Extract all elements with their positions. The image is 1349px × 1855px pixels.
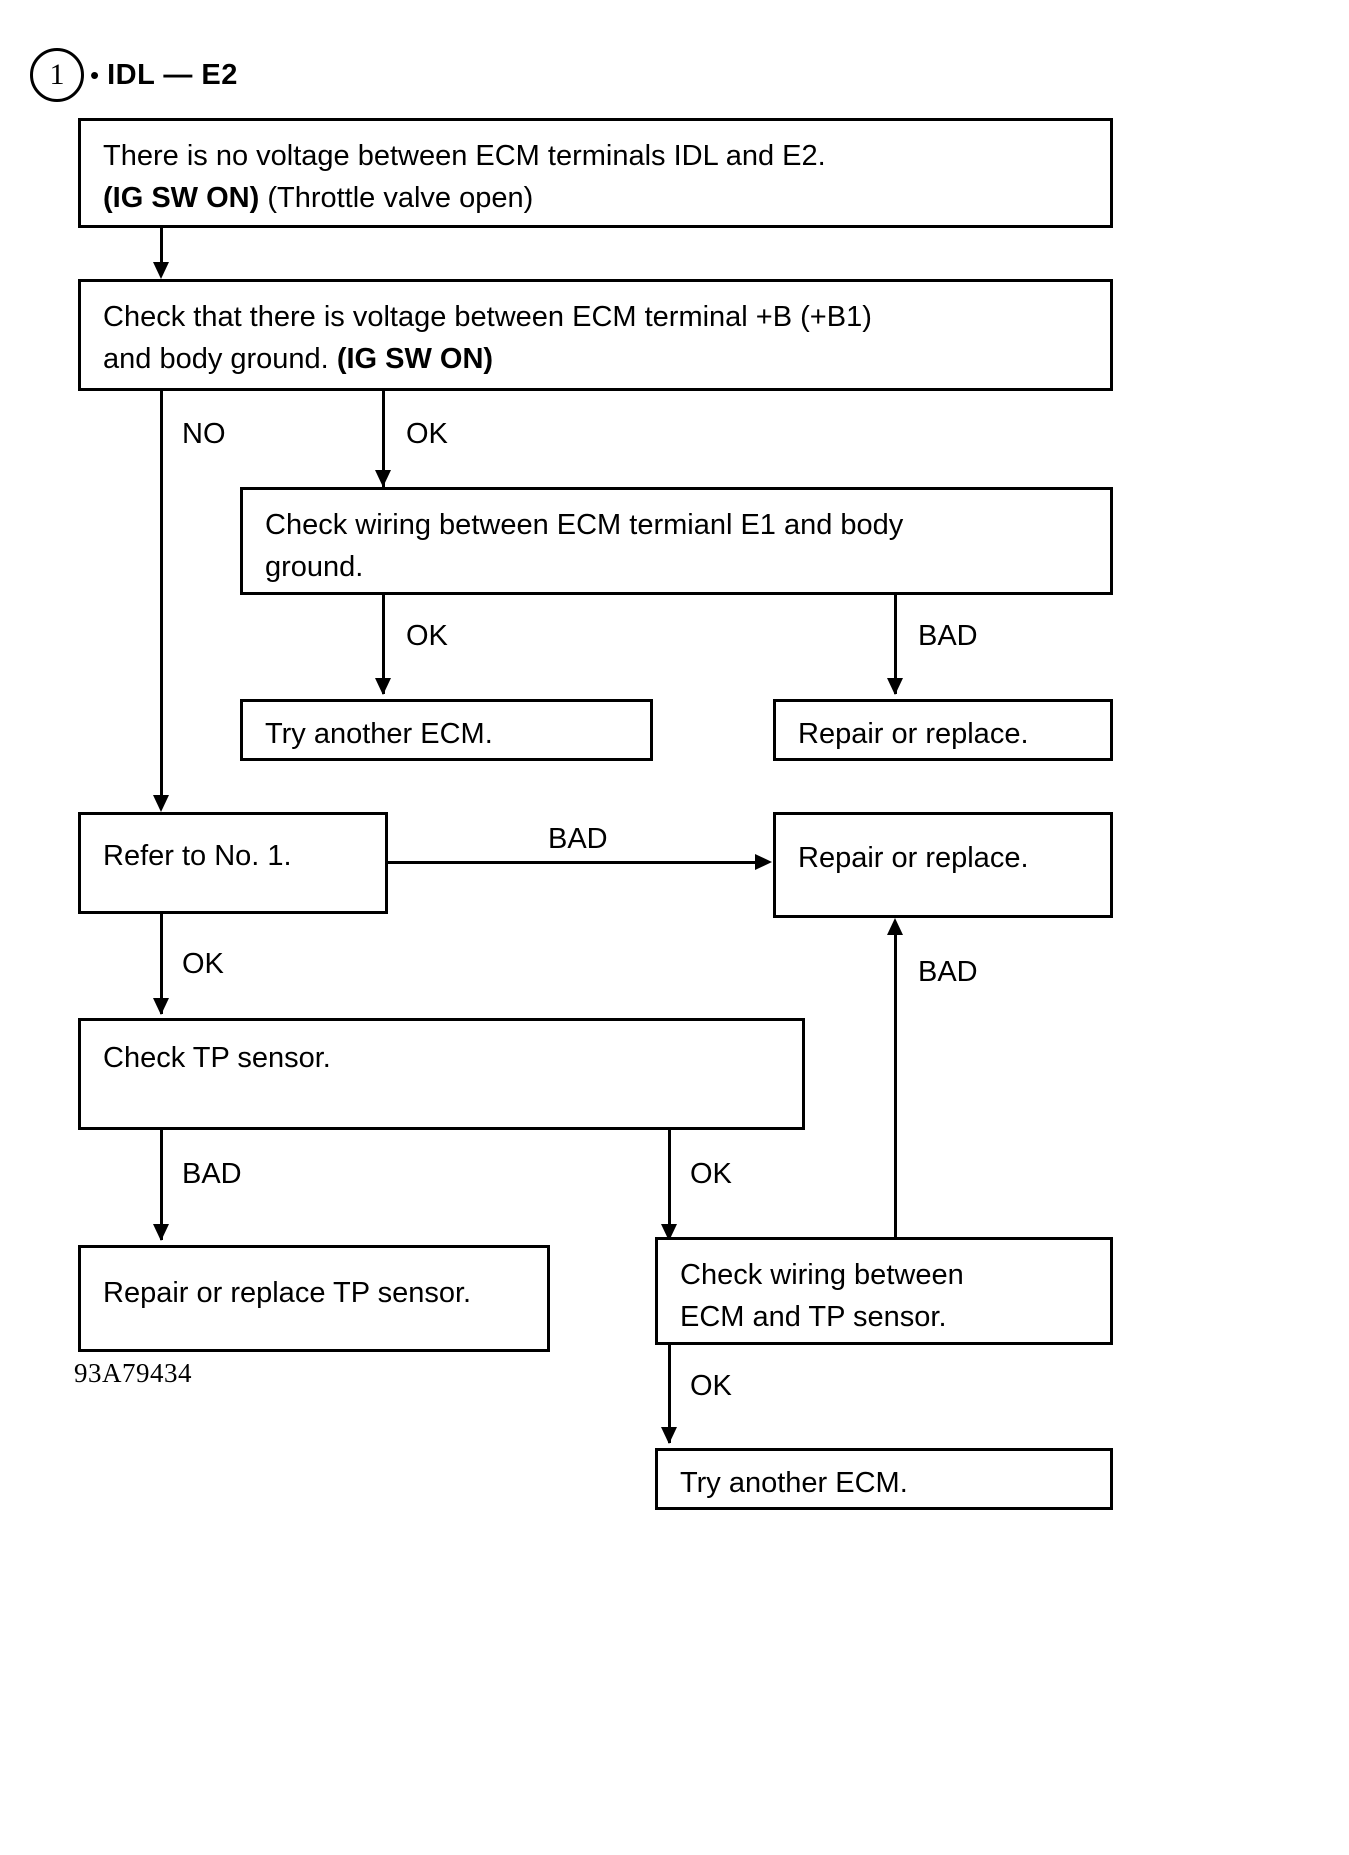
node-check-tp-sensor: Check TP sensor. [78, 1018, 805, 1130]
node-refer-to-no-1: Refer to No. 1. [78, 812, 388, 914]
node-2-text: Check that there is voltage between ECM … [103, 296, 1100, 380]
node-6-text: Refer to No. 1. [103, 840, 292, 872]
arrowhead-ok-branch-1 [375, 470, 391, 487]
edge-label-ok-2: OK [406, 620, 448, 652]
connector-bad-branch-4 [894, 935, 897, 1240]
node-1-line2-bold: (IG SW ON) [103, 182, 260, 214]
connector-bad-branch-3 [160, 1130, 163, 1240]
arrowhead-ok-branch-3 [153, 998, 169, 1015]
edge-label-ok-5: OK [690, 1370, 732, 1402]
diagram-header: 1 • IDL — E2 [30, 48, 238, 102]
node-2-line1: Check that there is voltage between ECM … [103, 301, 872, 333]
arrowhead-ok-branch-2 [375, 678, 391, 695]
bullet-icon: • [90, 60, 100, 90]
connector-ok-branch-4 [668, 1130, 671, 1240]
node-10-line1: Check wiring between [680, 1259, 964, 1291]
arrowhead-no-branch [153, 795, 169, 812]
edge-label-ok-1: OK [406, 418, 448, 450]
node-2-line2-rest: and body ground. [103, 343, 337, 375]
node-4-text: Try another ECM. [265, 718, 493, 750]
node-5-text: Repair or replace. [798, 718, 1029, 750]
arrowhead-n1-n2 [153, 262, 169, 279]
node-1-line2-rest: (Throttle valve open) [259, 182, 534, 214]
arrowhead-bad-branch-2 [755, 854, 772, 870]
connector-bad-branch-1 [894, 595, 897, 694]
arrowhead-bad-branch-3 [153, 1224, 169, 1241]
edge-label-no: NO [182, 418, 226, 450]
arrowhead-ok-branch-5 [661, 1427, 677, 1444]
node-3-text: Check wiring between ECM termianl E1 and… [265, 504, 1100, 588]
node-repair-or-replace-upper: Repair or replace. [773, 699, 1113, 761]
node-try-another-ecm-upper: Try another ECM. [240, 699, 653, 761]
connector-ok-branch-5 [668, 1345, 671, 1443]
node-3-line2: ground. [265, 551, 364, 583]
node-no-voltage-idl-e2: There is no voltage between ECM terminal… [78, 118, 1113, 228]
edge-label-bad-4: BAD [918, 956, 978, 988]
edge-label-ok-3: OK [182, 948, 224, 980]
node-9-text: Repair or replace TP sensor. [103, 1277, 472, 1309]
node-7-text: Repair or replace. [798, 842, 1029, 874]
node-8-text: Check TP sensor. [103, 1042, 331, 1074]
page-title: IDL — E2 [107, 58, 238, 91]
connector-n1-n2 [160, 228, 163, 270]
edge-label-ok-4: OK [690, 1158, 732, 1190]
node-11-text: Try another ECM. [680, 1467, 908, 1499]
connector-no-branch [160, 391, 163, 802]
figure-code: 93A79434 [74, 1358, 192, 1388]
node-2-line2-bold: (IG SW ON) [336, 343, 494, 375]
connector-ok-branch-3 [160, 914, 163, 1014]
arrowhead-bad-branch-1 [887, 678, 903, 695]
node-try-another-ecm-lower: Try another ECM. [655, 1448, 1113, 1510]
node-1-line1: There is no voltage between ECM terminal… [103, 140, 826, 172]
node-check-voltage-b-body-ground: Check that there is voltage between ECM … [78, 279, 1113, 391]
node-repair-or-replace-middle: Repair or replace. [773, 812, 1113, 918]
node-3-line1: Check wiring between ECM termianl E1 and… [265, 509, 904, 541]
node-check-wiring-e1-body-ground: Check wiring between ECM termianl E1 and… [240, 487, 1113, 595]
node-10-line2: ECM and TP sensor. [680, 1301, 947, 1333]
edge-label-bad-3: BAD [182, 1158, 242, 1190]
node-repair-or-replace-tp-sensor: Repair or replace TP sensor. [78, 1245, 550, 1352]
edge-label-bad-2: BAD [548, 823, 608, 855]
node-1-text: There is no voltage between ECM terminal… [103, 135, 1100, 219]
connector-ok-branch-2 [382, 595, 385, 694]
arrowhead-bad-branch-4 [887, 918, 903, 935]
arrowhead-ok-branch-4 [661, 1224, 677, 1241]
step-number-badge: 1 [30, 48, 84, 102]
edge-label-bad-1: BAD [918, 620, 978, 652]
connector-bad-branch-2 [388, 861, 756, 864]
connector-ok-branch-1 [382, 391, 385, 487]
